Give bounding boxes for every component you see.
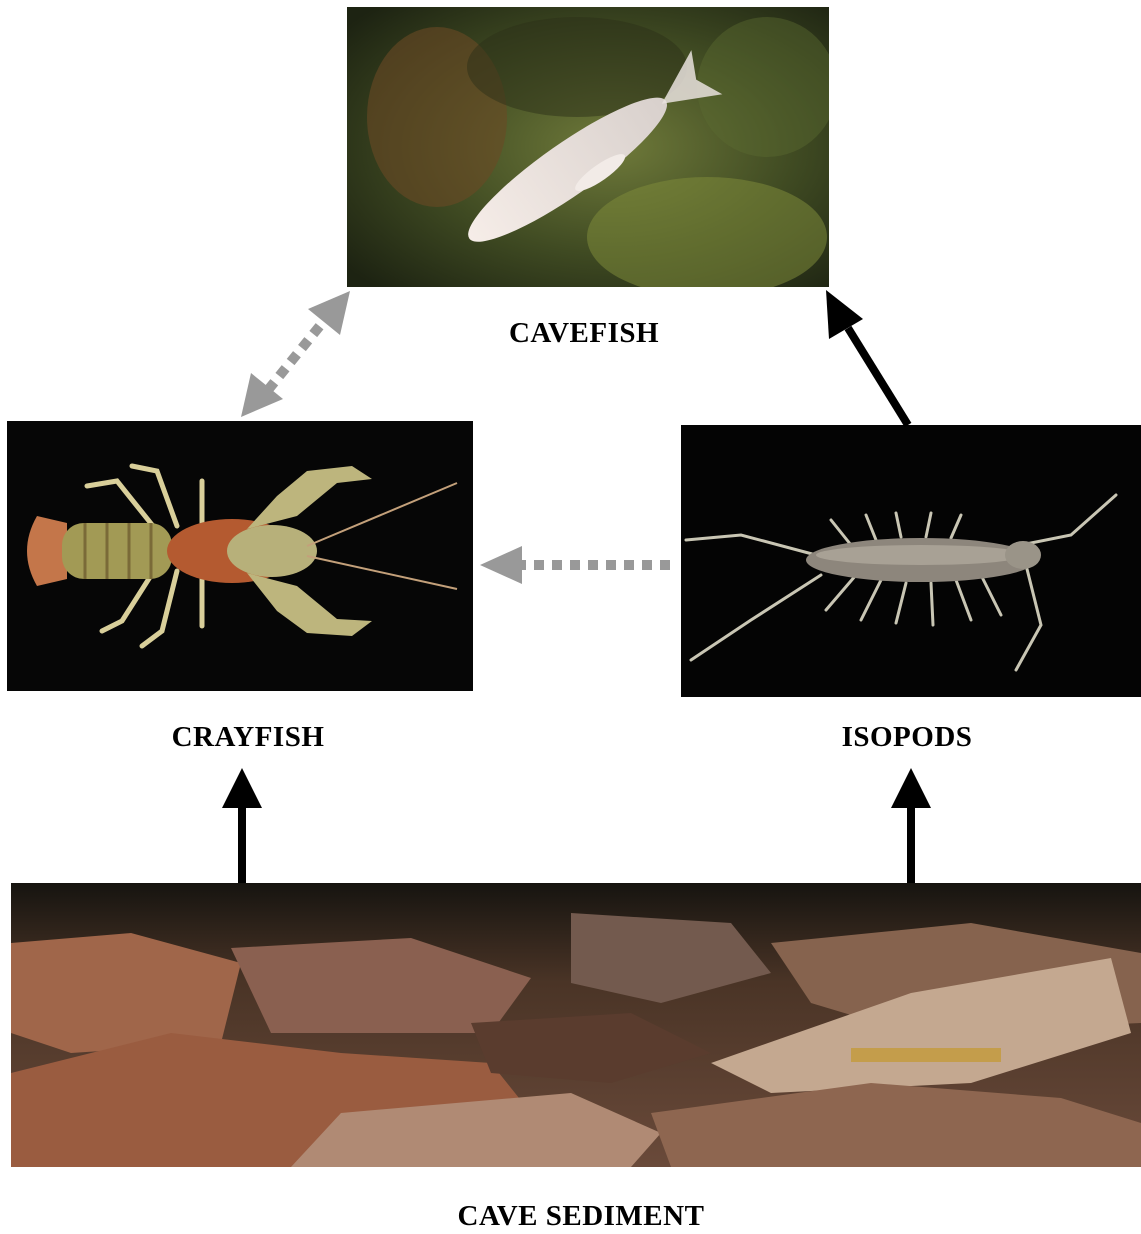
arrow-crayfish-cavefish-bidirectional: [241, 291, 350, 417]
crayfish-label: CRAYFISH: [148, 721, 348, 754]
isopods-label: ISOPODS: [807, 721, 1007, 754]
arrow-sediment-to-crayfish: [222, 768, 262, 883]
arrow-sediment-to-isopods: [891, 768, 931, 883]
isopods-photo: [681, 425, 1141, 697]
cavefish-label: CAVEFISH: [484, 317, 684, 350]
cave-sediment-photo: [11, 883, 1141, 1167]
cave-sediment-label: CAVE SEDIMENT: [431, 1200, 731, 1233]
crayfish-photo: [7, 421, 473, 691]
arrow-isopods-to-crayfish: [480, 546, 670, 584]
arrow-isopods-to-cavefish: [826, 290, 908, 425]
cavefish-photo: [347, 7, 829, 287]
